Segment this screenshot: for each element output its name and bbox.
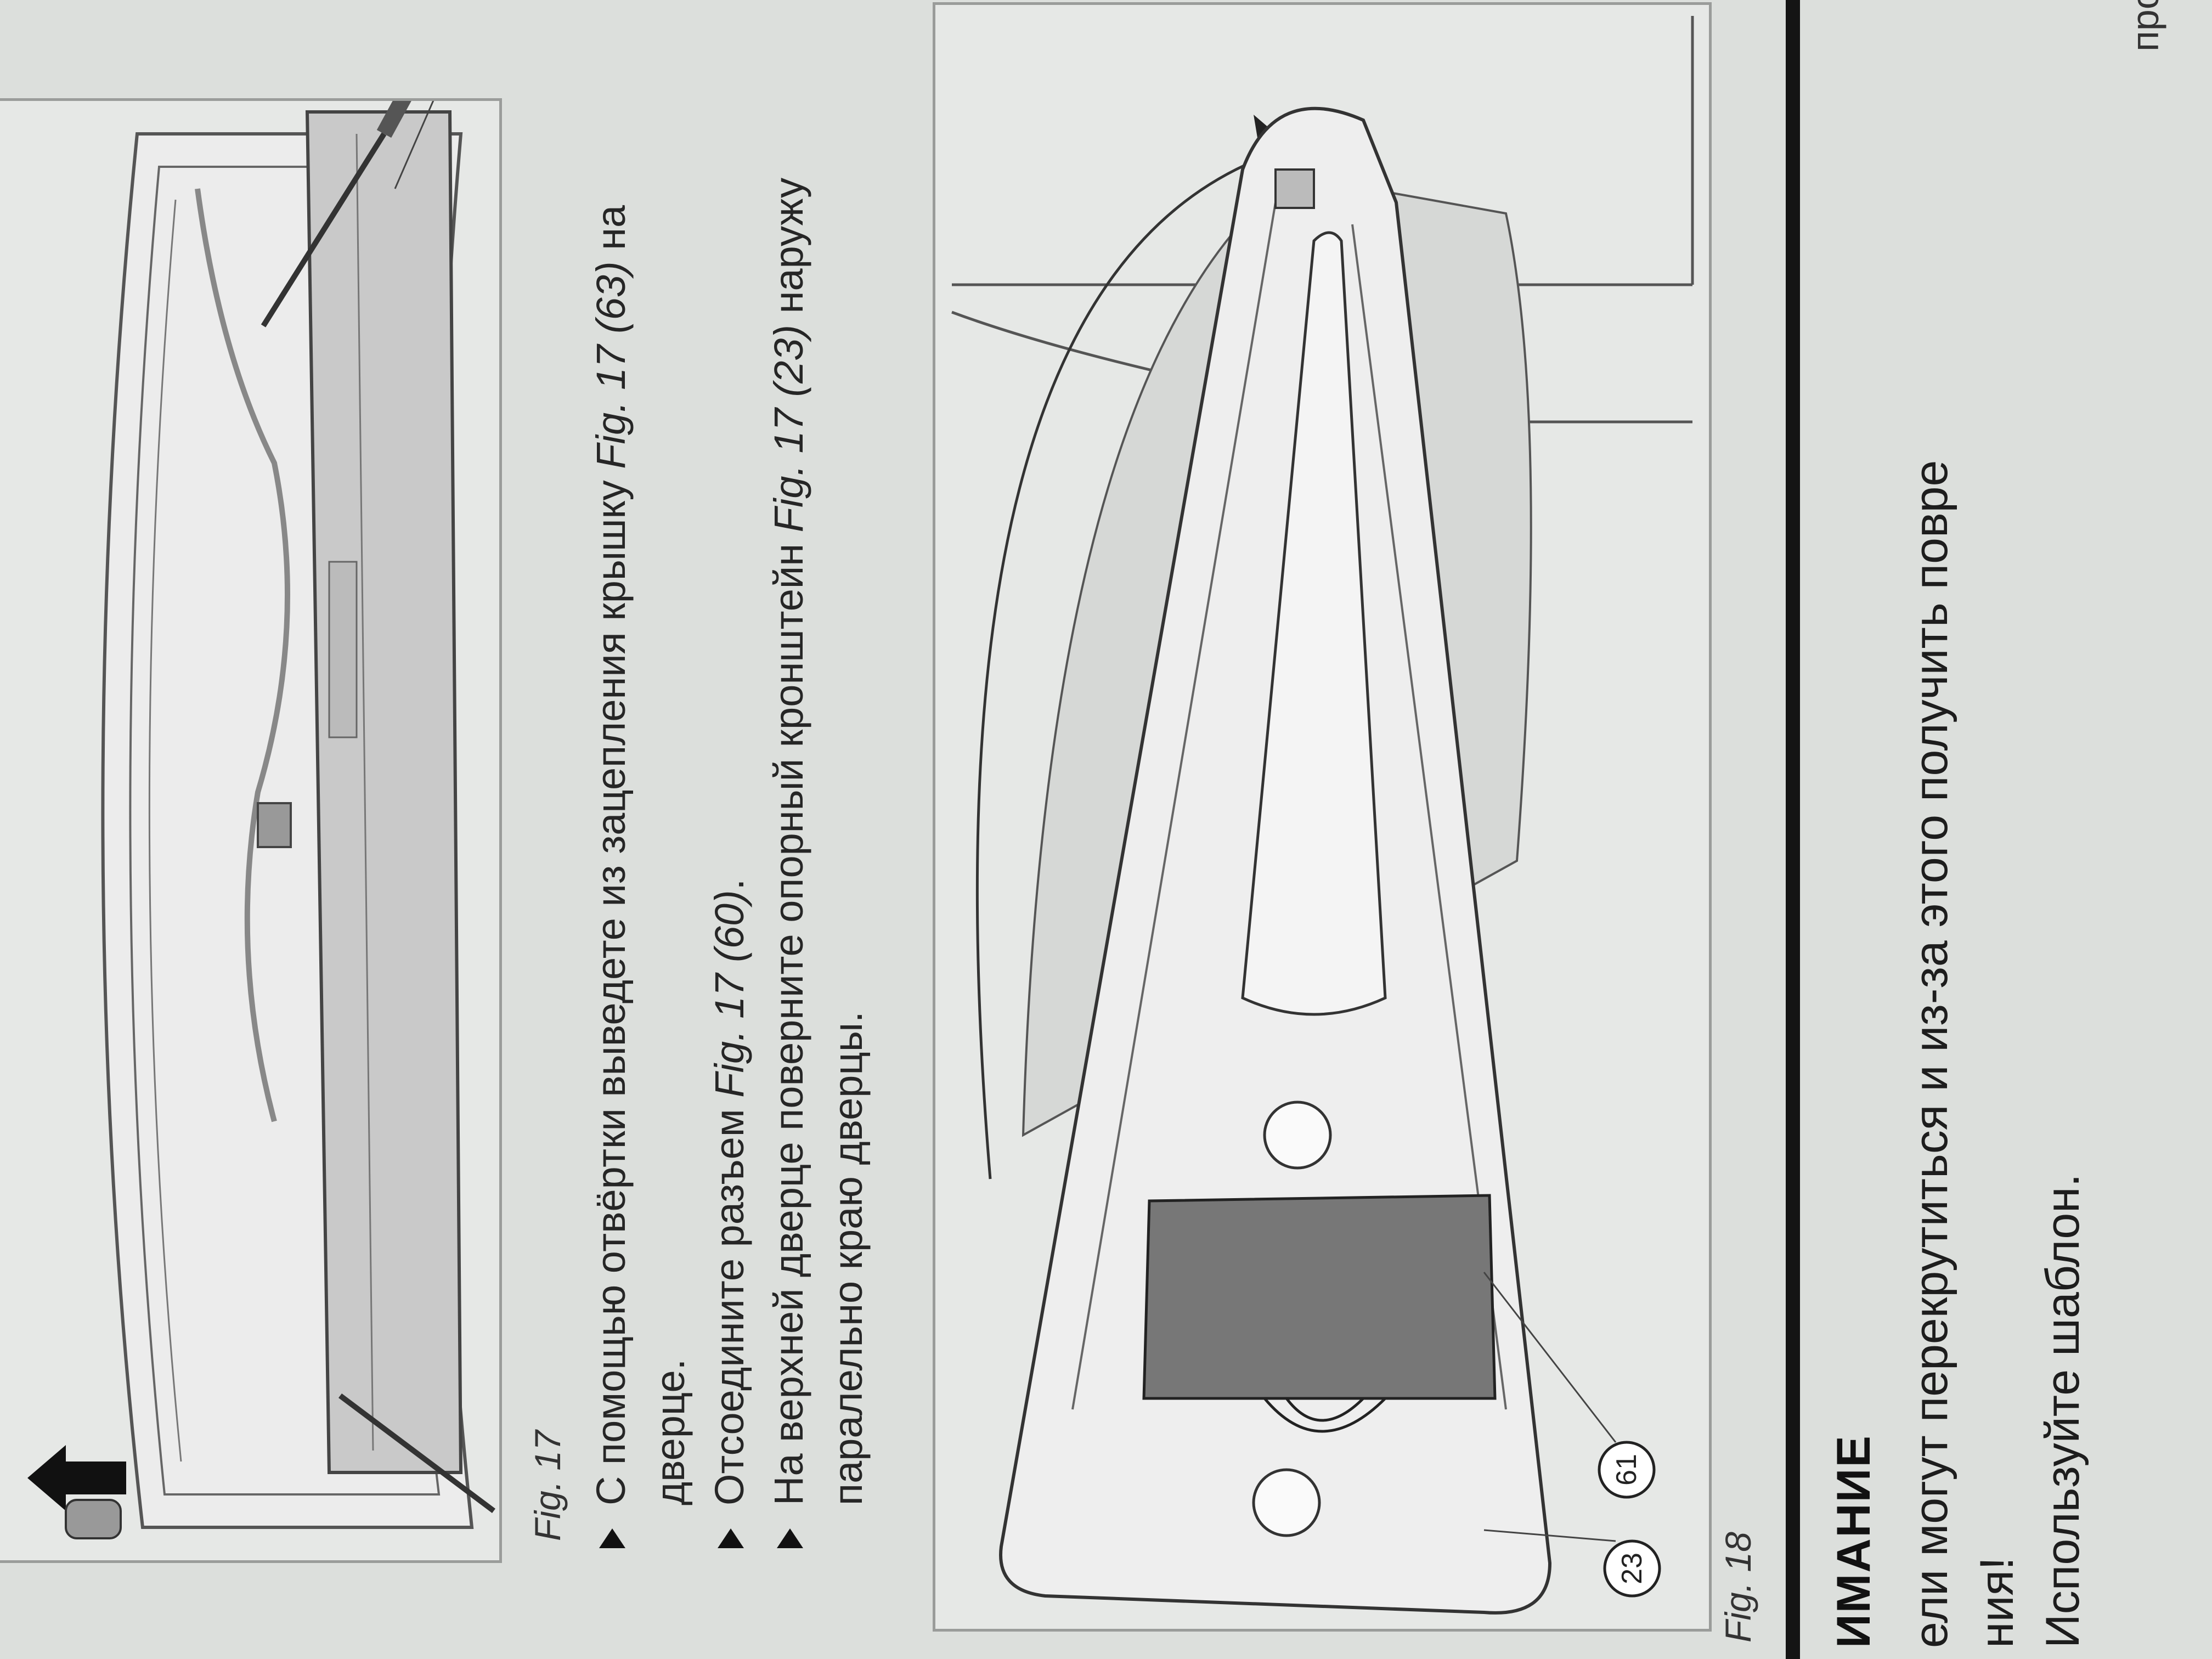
warning-line-3: Используйте шаблон. xyxy=(2036,1173,2089,1648)
fig18-callout-61: 61 xyxy=(1611,1454,1643,1486)
fig18-callout-23: 23 xyxy=(1616,1553,1648,1584)
instruction-3: На верхней дверце поверните опорный крон… xyxy=(759,74,878,1548)
warning-text: ели могут перекрутиться и из-за этого по… xyxy=(1898,57,2096,1648)
bullet-marker-icon xyxy=(777,1528,803,1548)
figure-17-illustration: 23 63 xyxy=(27,9,495,1539)
figure-17: 23 63 xyxy=(0,9,502,1563)
bullet-marker-icon xyxy=(599,1528,625,1548)
warning-line-2: ния! xyxy=(1971,1557,2023,1648)
instruction-1: С помощью отвёртки выведете из зацеплени… xyxy=(582,74,700,1548)
warning-line-1: ели могут перекрутиться и из-за этого по… xyxy=(1905,460,1957,1648)
section-rule xyxy=(1786,0,1800,1659)
figure-18-illustration: 61 23 xyxy=(951,16,1694,1615)
instruction-2: Отсоедините разъем Fig. 17 (60). xyxy=(700,74,759,1548)
figure-18: 61 23 xyxy=(933,2,1712,1632)
bullet-marker-icon xyxy=(718,1528,744,1548)
warning-heading: ИМАНИЕ xyxy=(1827,1435,1880,1648)
page-fragment-text: про xyxy=(2124,0,2166,52)
fig-18-caption: Fig. 18 xyxy=(1718,1532,1758,1643)
fig-17-caption: Fig. 17 xyxy=(527,1430,568,1541)
instruction-list: С помощью отвёртки выведете из зацеплени… xyxy=(582,74,878,1548)
